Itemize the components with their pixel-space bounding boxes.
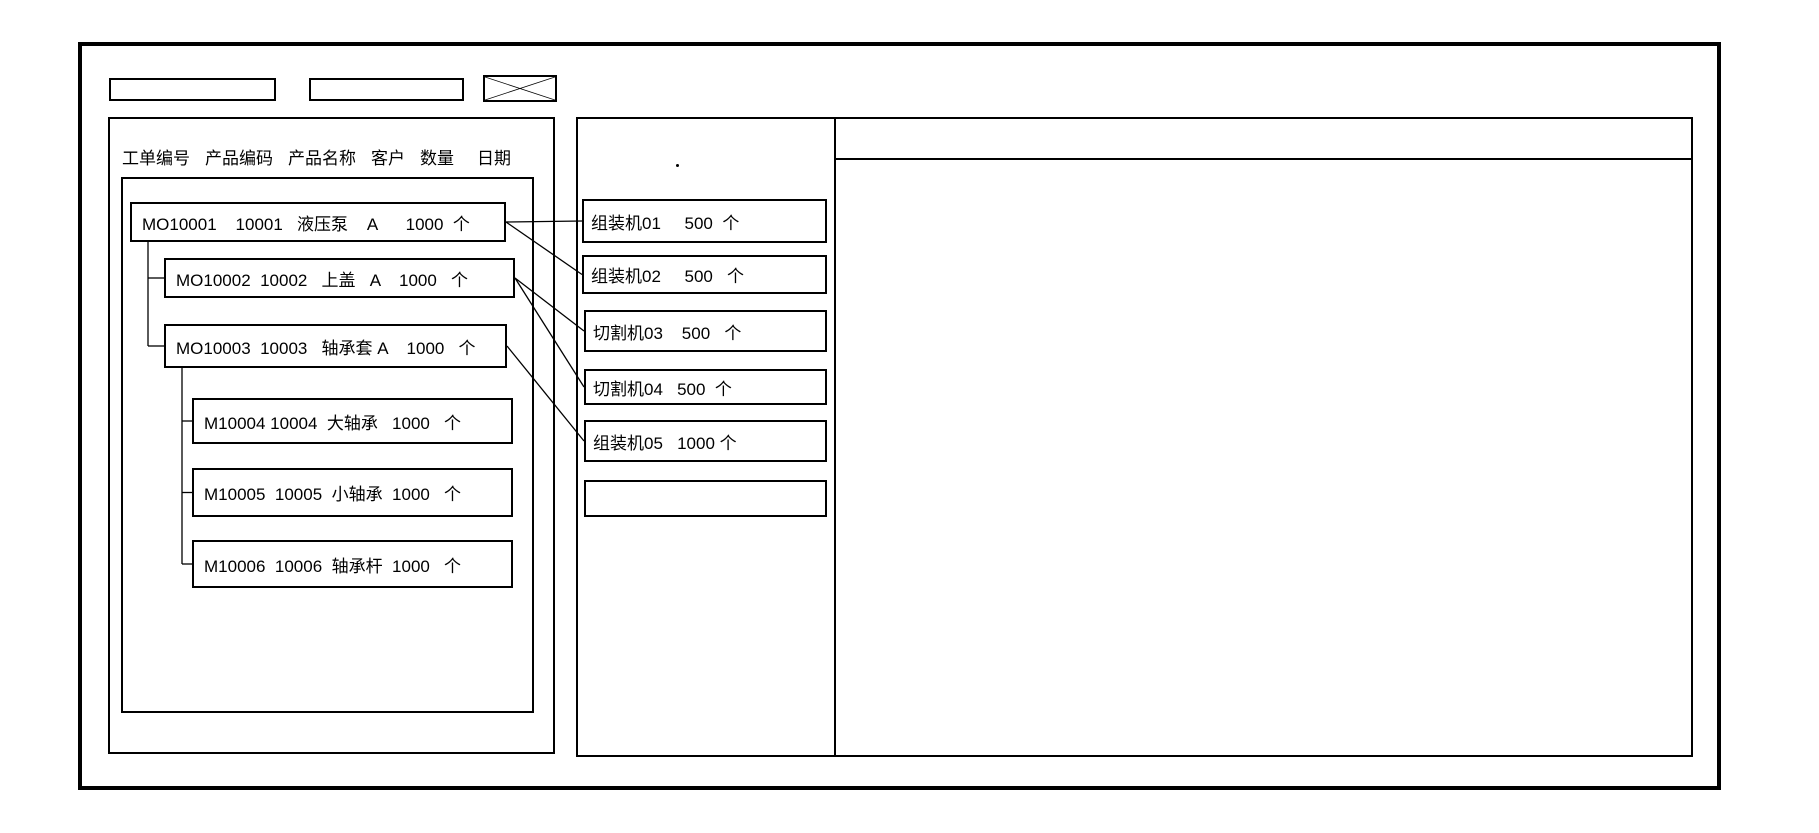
machine-row[interactable]: 组装机05 1000 个: [584, 420, 827, 462]
work-order-row[interactable]: MO10002 10002 上盖 A 1000 个: [164, 258, 515, 298]
header-date: 日期: [477, 148, 511, 168]
machine-row-empty[interactable]: [584, 480, 827, 517]
close-button[interactable]: [483, 75, 557, 102]
toolbar-field-2[interactable]: [309, 78, 464, 101]
work-order-row[interactable]: MO10003 10003 轴承套 A 1000 个: [164, 324, 507, 368]
work-order-row[interactable]: M10006 10006 轴承杆 1000 个: [192, 540, 513, 588]
tree-container: [121, 177, 534, 713]
header-product-name: 产品名称: [288, 148, 356, 168]
toolbar-field-1[interactable]: [109, 78, 276, 101]
detail-header-divider: [836, 158, 1691, 160]
machine-row[interactable]: 切割机03 500 个: [584, 310, 827, 352]
work-order-row[interactable]: MO10001 10001 液压泵 A 1000 个: [130, 202, 506, 242]
work-order-row[interactable]: M10005 10005 小轴承 1000 个: [192, 468, 513, 517]
header-quantity: 数量: [420, 148, 454, 168]
machine-row[interactable]: 组装机02 500 个: [582, 255, 827, 294]
machine-row[interactable]: 组装机01 500 个: [582, 199, 827, 243]
window-frame: [78, 42, 1721, 790]
column-headers: 工单编号 产品编码 产品名称 客户 数量 日期: [122, 145, 511, 168]
header-customer: 客户: [371, 148, 405, 168]
detail-panel: [834, 117, 1693, 757]
work-order-row[interactable]: M10004 10004 大轴承 1000 个: [192, 398, 513, 444]
x-cross-icon: [485, 77, 555, 100]
header-order-no: 工单编号: [122, 148, 190, 168]
header-product-code: 产品编码: [205, 148, 273, 168]
machine-row[interactable]: 切割机04 500 个: [584, 369, 827, 405]
stray-dot-mark: [676, 164, 679, 167]
